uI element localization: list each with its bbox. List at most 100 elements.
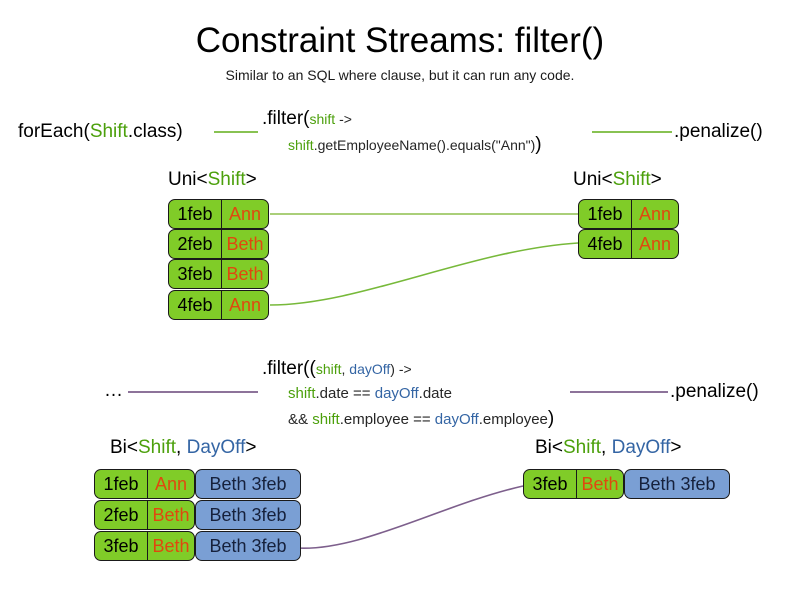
uni-filter-arrow: -> [335, 111, 352, 127]
bi-in-tuple-row[interactable]: 3feb Beth Beth 3feb [94, 531, 301, 561]
page-subtitle: Similar to an SQL where clause, but it c… [225, 67, 575, 83]
bi-out-tuple-row[interactable]: 3feb Beth Beth 3feb [523, 469, 730, 499]
shift-card[interactable]: 2feb Beth [94, 500, 195, 530]
shift-card[interactable]: 3feb Beth [168, 259, 269, 289]
shift-employee: Beth [226, 263, 264, 284]
shift-employee: Beth [581, 473, 619, 494]
bi-in-tuple-row[interactable]: 2feb Beth Beth 3feb [94, 500, 301, 530]
shift-employee: Ann [638, 203, 672, 224]
shift-date: 3feb [95, 532, 148, 560]
bi-filter-line-3: && shift.employee == dayOff.employee) [288, 407, 554, 432]
uni-in-tuple-row[interactable]: 1feb Ann [168, 199, 269, 229]
uni-filter-line-2: shift.getEmployeeName().equals("Ann")) [288, 133, 542, 157]
shift-employee: Beth [226, 233, 264, 254]
dayoff-value: Beth 3feb [209, 504, 287, 525]
shift-card[interactable]: 1feb Ann [168, 199, 269, 229]
bi-filter-param-shift: shift [315, 361, 342, 377]
bi-in-prefix: Bi< [110, 437, 138, 458]
bi-filter-arrow: ) -> [390, 361, 412, 377]
uni-in-tuple-row[interactable]: 4feb Ann [168, 290, 269, 320]
dayoff-card[interactable]: Beth 3feb [195, 531, 301, 561]
shift-date: 4feb [169, 291, 222, 319]
uni-in-prefix: Uni< [168, 169, 208, 190]
bi-filter-l3-text1: .employee == [339, 411, 435, 428]
uni-filter-expression: .filter(shift -> shift.getEmployeeName()… [262, 107, 542, 157]
shift-date: 4feb [579, 230, 632, 258]
shift-card[interactable]: 3feb Beth [523, 469, 624, 499]
shift-employee: Ann [228, 294, 262, 315]
bi-in-type-shift: Shift [138, 437, 177, 458]
foreach-label: forEach(Shift.class) [18, 120, 183, 144]
bi-filter-l2-shift: shift [288, 385, 316, 402]
shift-date: 1feb [95, 470, 148, 498]
uni-penalize-label: .penalize() [674, 121, 763, 142]
dayoff-card[interactable]: Beth 3feb [195, 500, 301, 530]
bi-filter-param-sep: , [341, 361, 350, 377]
shift-card[interactable]: 2feb Beth [168, 229, 269, 259]
uni-in-tuple-row[interactable]: 2feb Beth [168, 229, 269, 259]
bi-filter-head: .filter(( [262, 358, 316, 379]
bi-filter-l3-text2: .employee [478, 411, 548, 428]
shift-employee: Ann [638, 233, 672, 254]
shift-card[interactable]: 1feb Ann [94, 469, 195, 499]
shift-date: 3feb [169, 260, 222, 288]
shift-employee: Ann [228, 203, 262, 224]
bi-out-sep: , [601, 437, 612, 458]
bi-filter-l2-text2: .date [418, 385, 453, 402]
uni-in-tuple-row[interactable]: 3feb Beth [168, 259, 269, 289]
bi-source-ellipsis: … [104, 380, 123, 401]
bi-filter-expression: .filter((shift, dayOff) -> shift.date ==… [262, 357, 554, 432]
page-title: Constraint Streams: filter() [195, 21, 605, 60]
bi-out-type-dayoff: DayOff [611, 437, 671, 458]
uni-in-suffix: > [245, 169, 257, 190]
bi-filter-l2-dayoff: dayOff [374, 385, 419, 402]
shift-date: 1feb [169, 200, 222, 228]
bi-in-stream-label: Bi<Shift, DayOff> [110, 436, 256, 459]
uni-in-type: Shift [207, 169, 246, 190]
bi-filter-param-dayoff: dayOff [349, 361, 391, 377]
dayoff-value: Beth 3feb [209, 473, 287, 494]
shift-employee: Beth [152, 504, 190, 525]
foreach-suffix: .class) [127, 121, 183, 142]
bi-filter-l3-dayoff: dayOff [434, 411, 479, 428]
uni-out-tuple-row[interactable]: 1feb Ann [578, 199, 679, 229]
dayoff-card[interactable]: Beth 3feb [195, 469, 301, 499]
uni-out-tuple-row[interactable]: 4feb Ann [578, 229, 679, 259]
bi-out-prefix: Bi< [535, 437, 563, 458]
foreach-prefix: forEach( [18, 121, 90, 142]
shift-date: 2feb [95, 501, 148, 529]
shift-employee: Ann [154, 473, 188, 494]
bi-out-stream-label: Bi<Shift, DayOff> [535, 436, 681, 459]
bi-in-type-dayoff: DayOff [186, 437, 246, 458]
uni-in-stream-label: Uni<Shift> [168, 168, 257, 191]
shift-date: 1feb [579, 200, 632, 228]
bi-in-sep: , [176, 437, 187, 458]
bi-filter-l3-shift: shift [312, 411, 340, 428]
shift-card[interactable]: 3feb Beth [94, 531, 195, 561]
shift-date: 3feb [524, 470, 577, 498]
shift-card[interactable]: 4feb Ann [168, 290, 269, 320]
uni-filter-head: .filter( [262, 108, 310, 129]
shift-card[interactable]: 4feb Ann [578, 229, 679, 259]
shift-card[interactable]: 1feb Ann [578, 199, 679, 229]
dayoff-card[interactable]: Beth 3feb [624, 469, 730, 499]
dayoff-value: Beth 3feb [209, 535, 287, 556]
bi-penalize-label: .penalize() [670, 381, 759, 402]
shift-date: 2feb [169, 230, 222, 258]
bi-in-tuple-row[interactable]: 1feb Ann Beth 3feb [94, 469, 301, 499]
uni-filter-close-paren: ) [535, 134, 542, 155]
shift-employee: Beth [152, 535, 190, 556]
bi-filter-l3-and: && [288, 411, 313, 428]
uni-out-type: Shift [612, 169, 651, 190]
bi-in-suffix: > [245, 437, 257, 458]
uni-out-prefix: Uni< [573, 169, 613, 190]
uni-filter-line-1: .filter(shift -> [262, 107, 542, 131]
uni-filter-body: .getEmployeeName().equals("Ann") [313, 137, 536, 153]
uni-filter-param: shift [309, 111, 336, 127]
bi-out-suffix: > [670, 437, 682, 458]
uni-filter-receiver: shift [288, 137, 314, 153]
uni-out-stream-label: Uni<Shift> [573, 168, 662, 191]
uni-tuple-connector-4feb [269, 242, 579, 306]
bi-filter-line-1: .filter((shift, dayOff) -> [262, 357, 554, 381]
